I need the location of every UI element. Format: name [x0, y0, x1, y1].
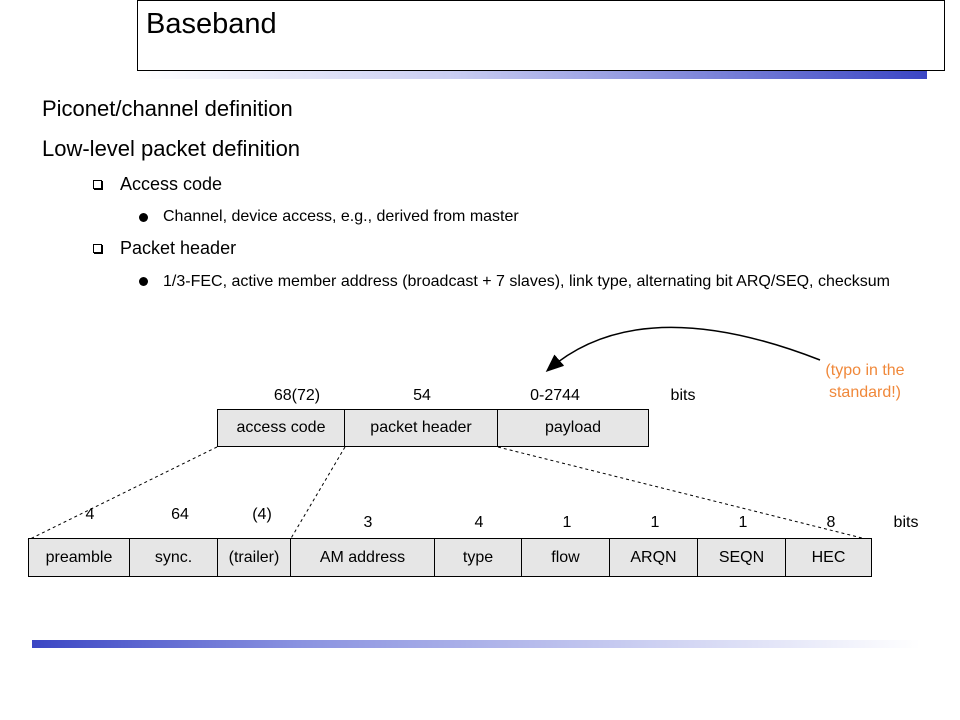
field-access-code: access code	[217, 409, 345, 447]
bullet-piconet: Piconet/channel definition	[42, 96, 293, 121]
field-hec: HEC	[785, 538, 872, 577]
field-preamble: preamble	[28, 538, 130, 577]
bullet-access-code-detail: Channel, device access, e.g., derived fr…	[163, 208, 519, 225]
bottom-gradient-bar	[32, 640, 920, 648]
dashed-connector-left	[27, 446, 218, 541]
typo-arrow	[545, 326, 821, 372]
field-type: type	[434, 538, 522, 577]
field-packet-header: packet header	[344, 409, 498, 447]
dot-bullet-icon	[139, 277, 148, 286]
field-payload: payload	[497, 409, 649, 447]
bits-label-hec: 8	[826, 514, 836, 531]
bits-label-payload: 0-2744	[530, 387, 580, 404]
field-flow: flow	[521, 538, 610, 577]
bits-unit-label-bottom: bits	[893, 514, 919, 531]
title-box	[137, 0, 945, 71]
field-trailer: (trailer)	[217, 538, 291, 577]
bits-label-preamble: 4	[85, 506, 95, 523]
field-arqn: ARQN	[609, 538, 698, 577]
dashed-connector-middle	[289, 446, 346, 541]
bits-label-seqn: 1	[738, 514, 748, 531]
dashed-connector-right	[497, 446, 871, 541]
field-am-address: AM address	[290, 538, 435, 577]
bits-label-flow: 1	[562, 514, 572, 531]
bits-label-type: 4	[474, 514, 484, 531]
square-bullet-icon	[93, 180, 102, 189]
bits-label-arqn: 1	[650, 514, 660, 531]
typo-annotation: (typo in the standard!)	[825, 362, 905, 401]
field-sync: sync.	[129, 538, 218, 577]
bullet-access-code: Access code	[120, 174, 223, 194]
bits-label-trailer: (4)	[252, 506, 272, 523]
bits-label-sync: 64	[171, 506, 189, 523]
bullet-lowlevel: Low-level packet definition	[42, 136, 301, 161]
square-bullet-icon	[93, 244, 102, 253]
bits-label-access-code: 68(72)	[273, 387, 321, 404]
field-seqn: SEQN	[697, 538, 786, 577]
bits-unit-label: bits	[670, 387, 696, 404]
slide-title: Baseband	[146, 8, 277, 40]
bits-label-packet-header: 54	[413, 387, 431, 404]
top-gradient-bar	[137, 71, 927, 79]
dot-bullet-icon	[139, 213, 148, 222]
bullet-packet-header: Packet header	[120, 238, 237, 258]
bullet-packet-header-detail: 1/3-FEC, active member address (broadcas…	[163, 273, 890, 290]
bits-label-am-address: 3	[363, 514, 373, 531]
